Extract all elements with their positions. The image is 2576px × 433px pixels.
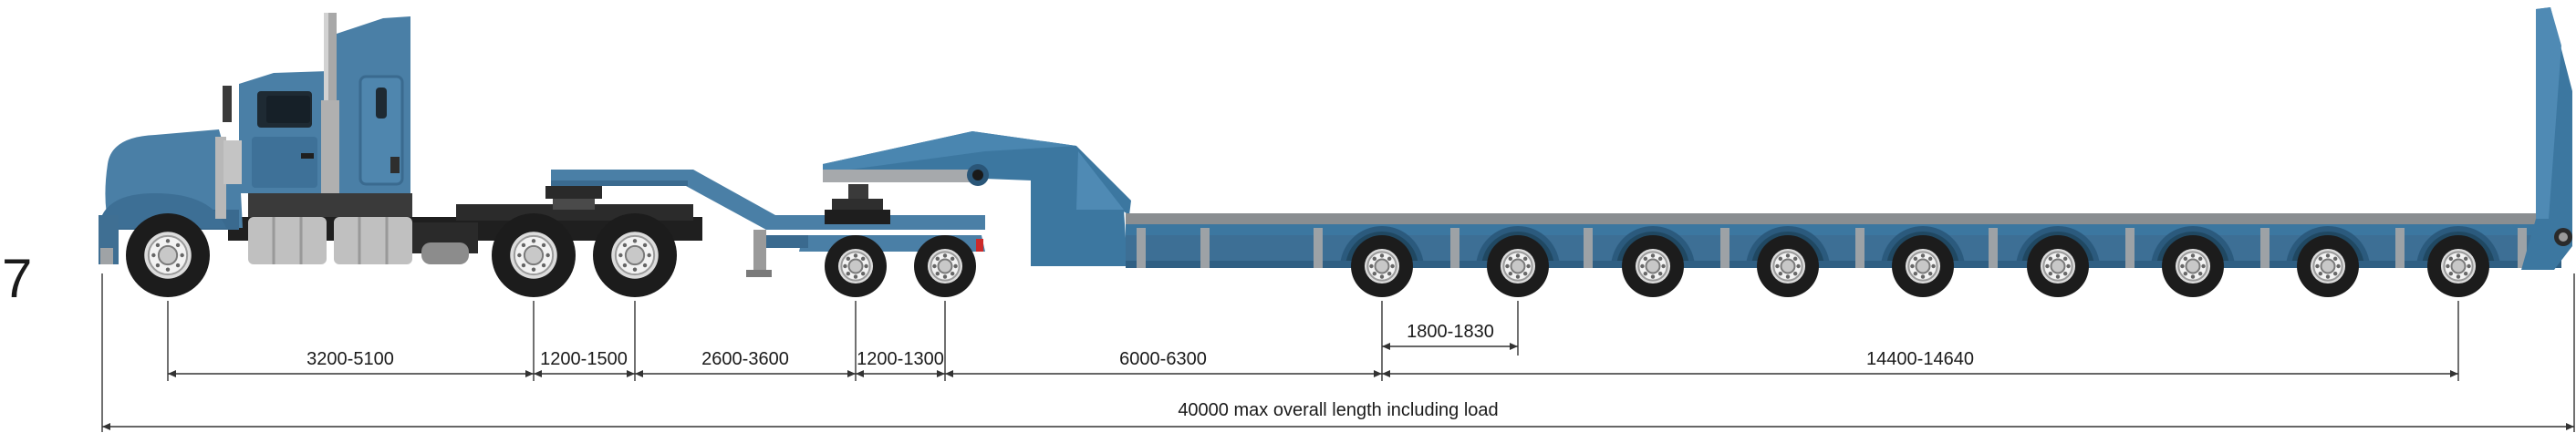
- wheel-icon: [1892, 235, 1954, 297]
- wheel-icon: [825, 235, 887, 297]
- gooseneck-icon: [551, 170, 985, 230]
- dim-label-overall-length: 40000 max overall length including load: [1178, 400, 1498, 420]
- wheel-icon: [1487, 235, 1549, 297]
- wheels-group: [126, 213, 2489, 297]
- dim-label-trailer-axle-group: 14400-14640: [1866, 349, 1974, 369]
- dim-label-trailer-axle-pair: 1800-1830: [1407, 322, 1494, 342]
- wheel-icon: [914, 235, 976, 297]
- wheel-icon: [1757, 235, 1819, 297]
- wheel-icon: [126, 213, 210, 297]
- wheel-icon: [2427, 235, 2489, 297]
- wheel-icon: [492, 213, 576, 297]
- wheel-icon: [1622, 235, 1684, 297]
- dimension-arrowheads: [102, 343, 2574, 430]
- wheel-icon: [2162, 235, 2224, 297]
- side-label-number: 7: [2, 248, 32, 309]
- wheel-icon: [2297, 235, 2359, 297]
- dim-label-dolly-to-trailer: 6000-6300: [1119, 349, 1207, 369]
- wheel-icon: [593, 213, 677, 297]
- dim-label-drive-axle-spacing: 1200-1500: [540, 349, 628, 369]
- dimension-lines: [101, 273, 2575, 432]
- wheel-icon: [1351, 235, 1413, 297]
- dim-label-kingpin-to-dolly: 2600-3600: [701, 349, 789, 369]
- prime-mover-truck-icon: [99, 13, 702, 264]
- dim-label-tractor-wheelbase: 3200-5100: [306, 349, 394, 369]
- low-loader-trailer-icon: [823, 7, 2572, 270]
- dim-label-dolly-axle-spacing: 1200-1300: [857, 349, 944, 369]
- wheel-icon: [2027, 235, 2089, 297]
